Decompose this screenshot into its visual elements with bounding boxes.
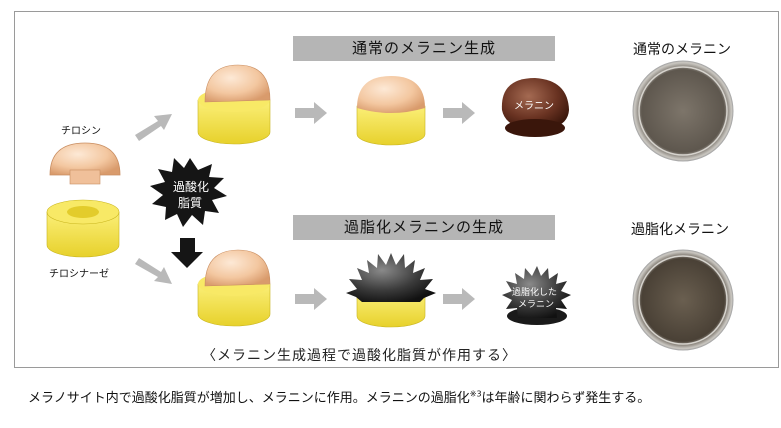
diagram-caption: 〈メラニン生成過程で過酸化脂質が作用する〉 [202,348,517,364]
gray-arrow-top-1 [295,102,327,124]
lipid-burst-icon [150,158,227,227]
melanin-blob [501,78,569,137]
enzyme-complex-bottom [197,249,271,327]
normal-melanin-label: 通常のメラニン [633,42,731,58]
tyrosine-label: チロシン [61,126,101,137]
normal-production-banner: 通常のメラニン生成 [293,36,555,61]
footer-text-after: は年齢に関わらず発生する。 [481,391,651,406]
lipid-burst-text-2: 脂質 [178,196,203,210]
enzyme-complex-top [197,64,271,145]
arrow-down-right [135,258,172,284]
peroxidized-melanin-blob [502,266,571,325]
normal-melanin-dish [632,60,734,162]
peroxidized-melanin-dish [632,249,734,351]
gray-arrow-bottom-2 [443,288,475,310]
arrow-up-right [135,114,172,141]
black-down-arrow [171,238,203,268]
peroxidized-melanin-text-2: メラニン [518,300,555,310]
tyrosine-shape [49,142,121,185]
gray-arrow-top-2 [443,102,475,124]
footnote-marker: ※3 [469,389,482,399]
peroxidized-production-banner: 過脂化メラニンの生成 [293,215,555,240]
spiky-enzyme-complex [346,253,436,328]
enzyme-complex-top-2 [356,76,426,146]
tyrosinase-shape [46,199,120,258]
lipid-burst-text-1: 過酸化 [173,180,210,194]
melanin-text: メラニン [514,101,554,112]
footer-text-before: メラノサイト内で過酸化脂質が増加し、メラニンに作用。メラニンの過脂化 [28,391,470,406]
footer-note: メラノサイト内で過酸化脂質が増加し、メラニンに作用。メラニンの過脂化※3は年齢に… [28,387,650,406]
gray-arrow-bottom-1 [295,288,327,310]
peroxidized-melanin-label: 過脂化メラニン [631,222,729,238]
tyrosinase-label: チロシナーゼ [49,269,109,280]
peroxidized-melanin-text-1: 過脂化した [512,288,558,298]
